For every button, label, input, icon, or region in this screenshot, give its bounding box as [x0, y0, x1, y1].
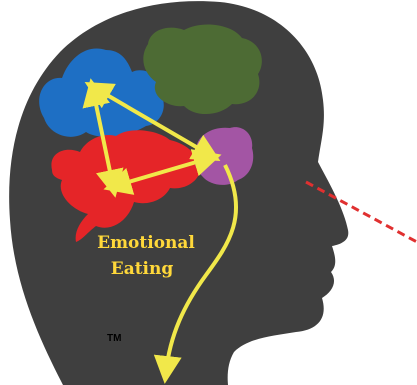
brain-region-right — [194, 127, 253, 185]
label-emotional: Emotional — [97, 233, 195, 253]
trademark-label: TM — [107, 333, 121, 344]
label-eating: Eating — [111, 259, 174, 279]
